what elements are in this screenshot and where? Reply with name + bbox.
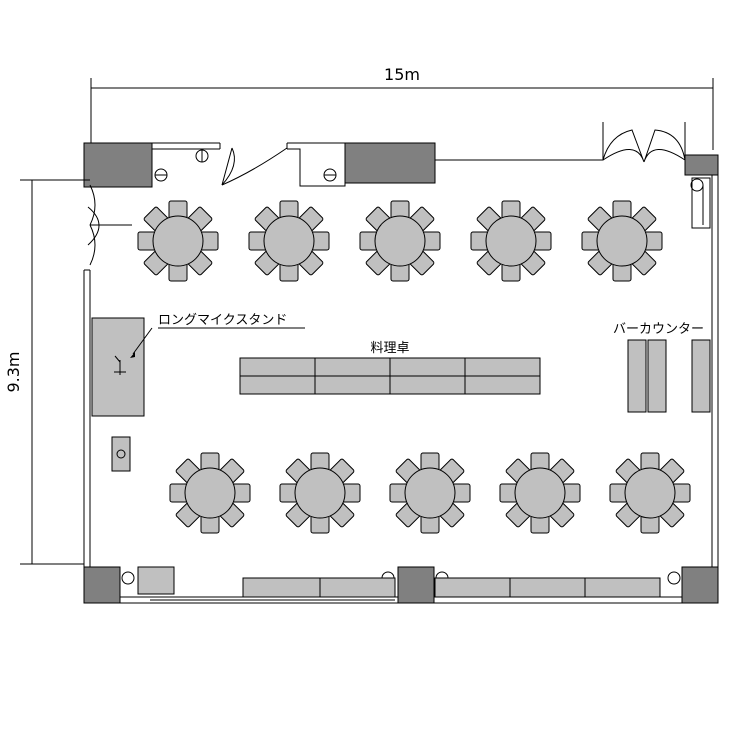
- table-top: [596, 215, 648, 267]
- mic-stand-label: ロングマイクスタンド: [158, 313, 287, 328]
- pillar-top-left: [83, 142, 153, 188]
- width-label: 15m: [384, 65, 420, 84]
- round-tables: [137, 200, 691, 534]
- round-table-3: [359, 200, 441, 282]
- round-table-2: [248, 200, 330, 282]
- table-top: [624, 467, 676, 519]
- round-table-7: [279, 452, 361, 534]
- stage-area: [91, 317, 145, 417]
- dimension-height: 9.3m: [4, 179, 84, 565]
- pillar-bottom-left: [83, 566, 121, 604]
- table-top: [152, 215, 204, 267]
- speaker-icon: [111, 436, 131, 472]
- round-table-10: [609, 452, 691, 534]
- pillar-top-right: [684, 154, 719, 176]
- round-table-5: [581, 200, 663, 282]
- table-top: [374, 215, 426, 267]
- mic-stand-icon: [114, 355, 126, 375]
- table-top: [263, 215, 315, 267]
- outlet-icon: [667, 571, 681, 585]
- doors: [84, 129, 686, 271]
- small-cabinet: [137, 566, 175, 595]
- table-top: [184, 467, 236, 519]
- coat-rack: [691, 177, 711, 229]
- pillar-top-middle: [344, 142, 436, 184]
- pillar-bottom-middle: [397, 566, 435, 604]
- buffet-table-label: 料理卓: [370, 341, 409, 356]
- pillars: [83, 142, 719, 604]
- buffet-table: 料理卓: [239, 341, 541, 395]
- table-top: [514, 467, 566, 519]
- height-label: 9.3m: [4, 351, 23, 392]
- mic-stand: ロングマイクスタンド: [91, 313, 305, 417]
- bottom-counters: [137, 566, 661, 601]
- round-table-6: [169, 452, 251, 534]
- table-top: [294, 467, 346, 519]
- pillar-bottom-right: [681, 566, 719, 604]
- dimension-width: 15m: [90, 65, 714, 150]
- round-table-4: [470, 200, 552, 282]
- outlet-icon: [690, 178, 704, 192]
- table-top: [404, 467, 456, 519]
- round-table-8: [389, 452, 471, 534]
- outlet-icon: [121, 571, 135, 585]
- table-top: [485, 215, 537, 267]
- bar-counter-label: バーカウンター: [613, 322, 704, 337]
- round-table-9: [499, 452, 581, 534]
- round-table-1: [137, 200, 219, 282]
- bar-counter: バーカウンター: [613, 322, 711, 413]
